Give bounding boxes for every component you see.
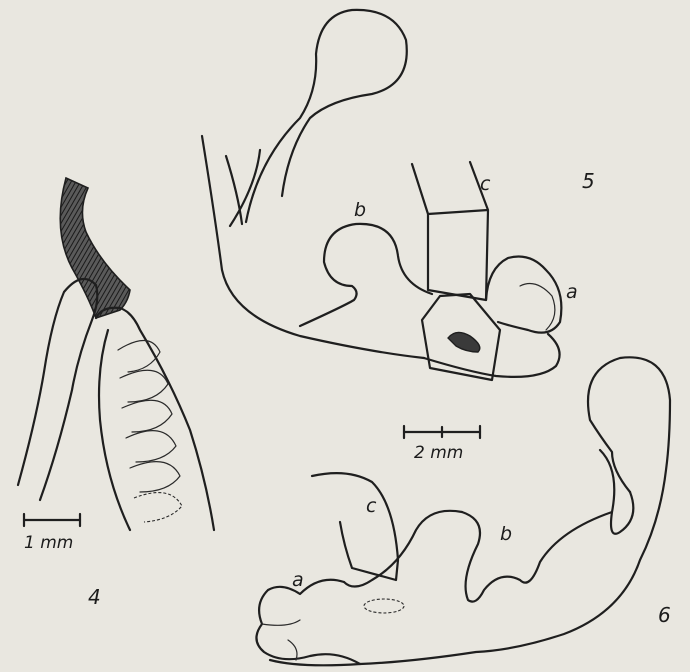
fig6-label-a: a — [292, 569, 304, 591]
fig5-loop-b — [300, 224, 432, 326]
figure-5: c b a 5 2 mm — [202, 10, 595, 463]
fig5-central-pore — [448, 332, 480, 352]
fig4-number: 4 — [88, 585, 101, 609]
fig6-label-c: c — [366, 495, 377, 517]
figure-6: c b a 6 — [256, 357, 670, 665]
fig5-duct-c — [412, 162, 488, 300]
figure-4: 1 mm 4 — [18, 178, 214, 609]
fig6-label-b: b — [500, 523, 512, 545]
fig6-inner-contour — [462, 450, 633, 602]
fig6-number: 6 — [658, 603, 671, 627]
fig5-upper-bulb — [246, 10, 407, 222]
fig5-label-a: a — [566, 281, 578, 303]
fig5-scale-bar — [404, 426, 480, 438]
fig5-number: 5 — [582, 169, 595, 193]
fig4-coils — [118, 340, 182, 522]
fig6-right-bulb — [270, 357, 670, 665]
fig4-tube — [18, 279, 97, 500]
fig4-gland-sac — [96, 308, 214, 530]
fig6-left-lobe-a — [256, 580, 360, 664]
fig5-scale-label: 2 mm — [414, 443, 463, 463]
fig4-scale-label: 1 mm — [24, 533, 73, 553]
fig4-hatched-duct — [60, 178, 130, 318]
fig5-gland-a-inner — [520, 284, 555, 330]
fig6-pore — [364, 599, 404, 613]
fig6-duct-c — [312, 473, 398, 580]
fig5-main-contour — [202, 136, 424, 358]
fig5-label-c: c — [480, 173, 491, 195]
fig6-loop-b — [344, 511, 462, 587]
fig5-label-b: b — [354, 199, 366, 221]
fig4-scale-bar — [24, 514, 80, 526]
